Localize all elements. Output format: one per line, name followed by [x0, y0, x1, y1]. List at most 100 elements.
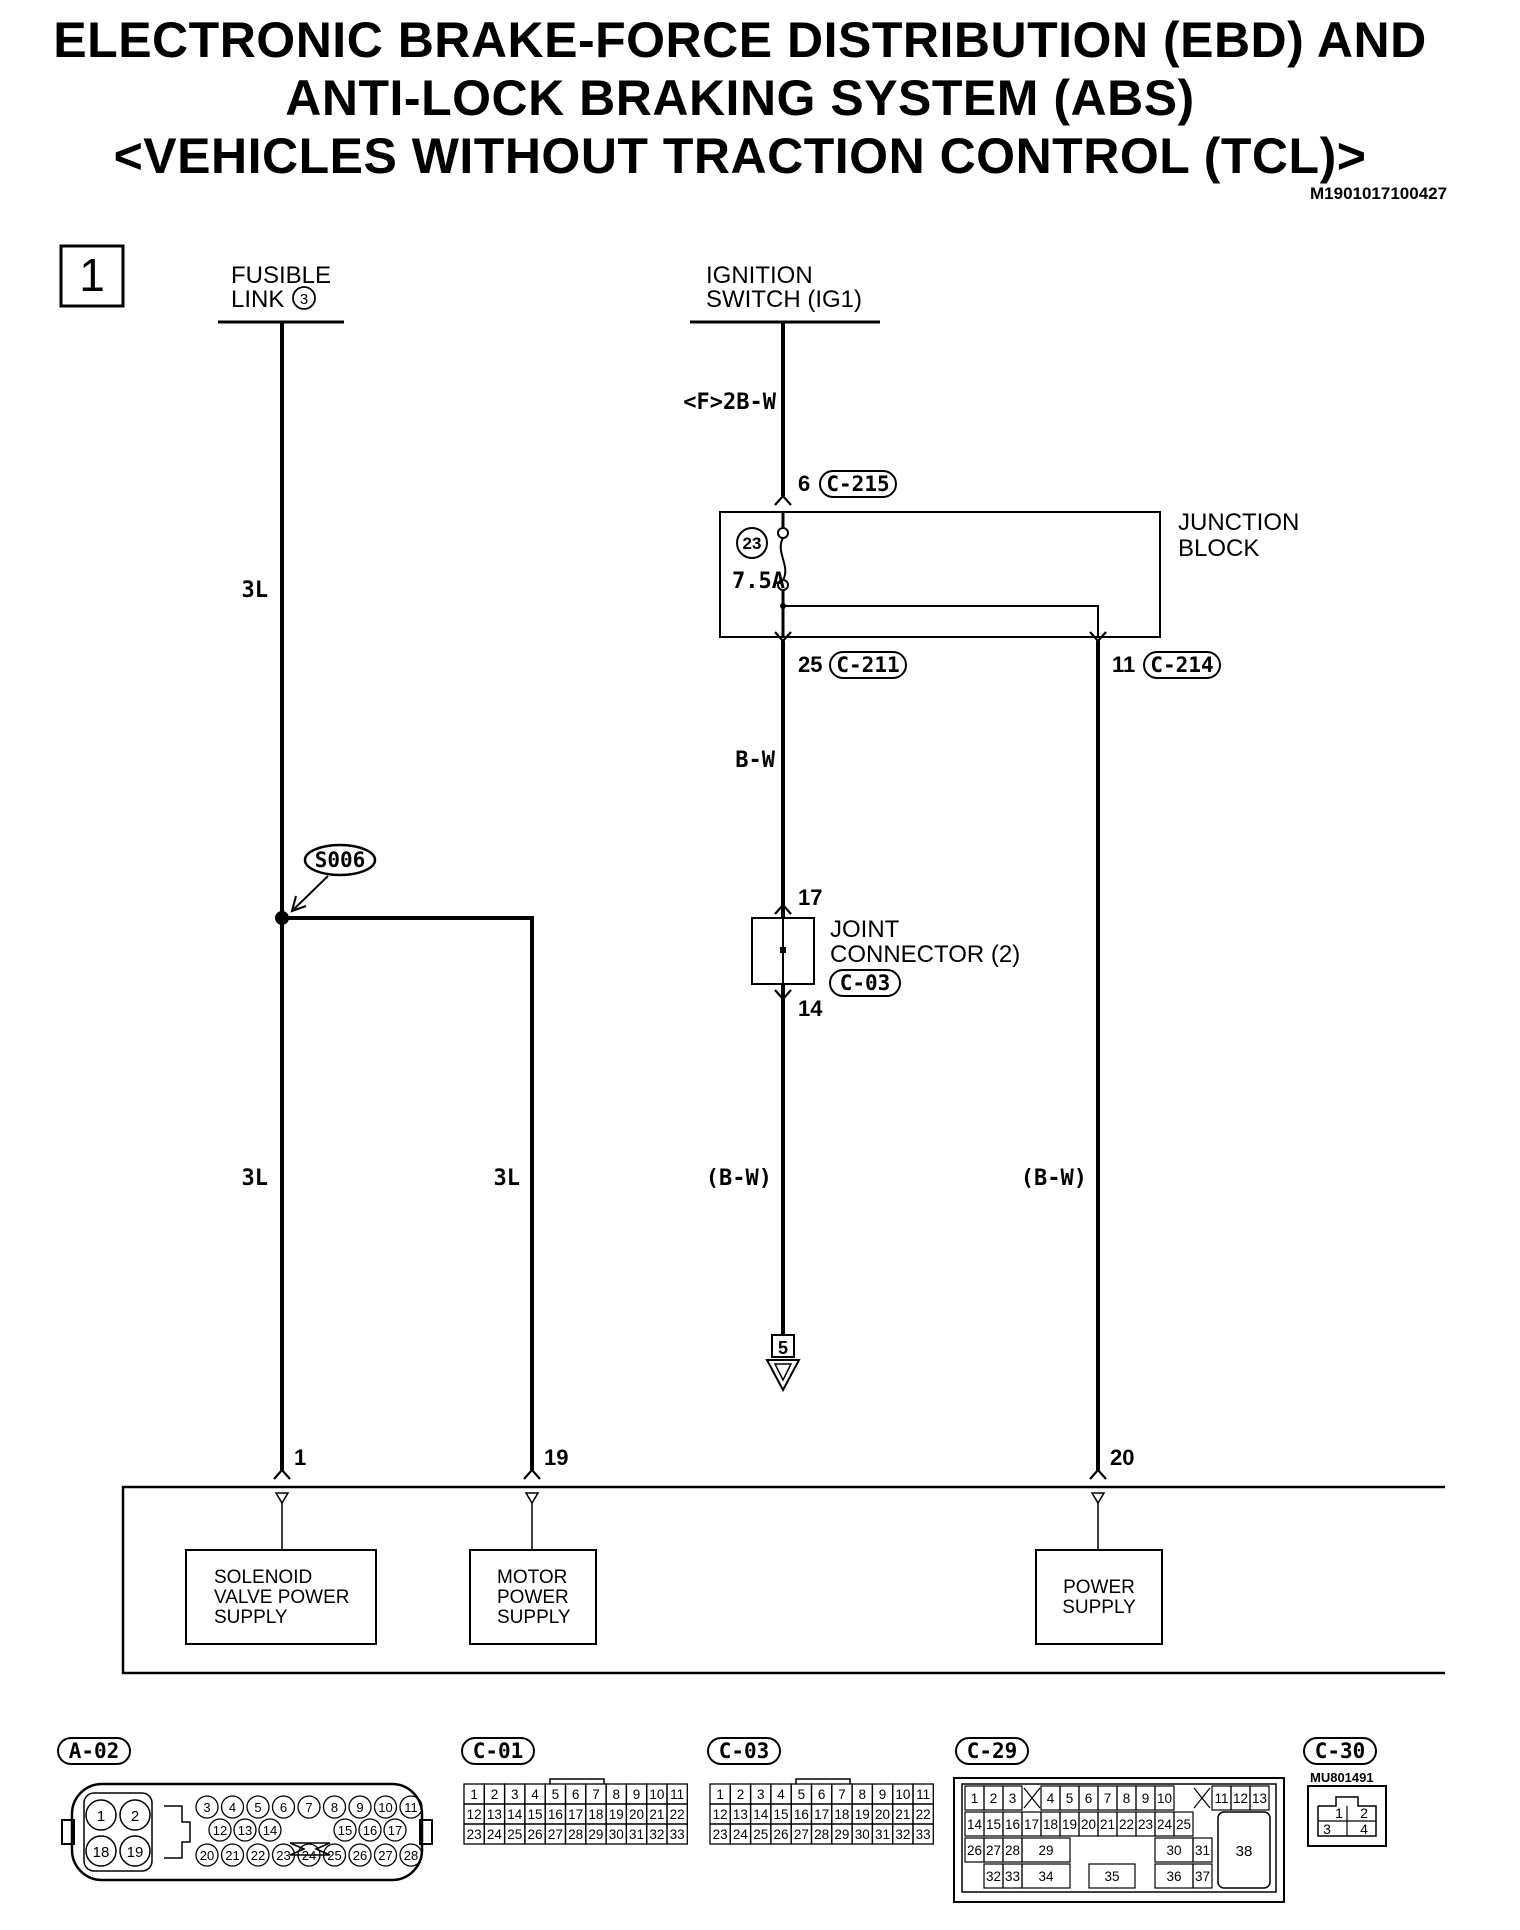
wire-label-bw-right: (B-W) — [1021, 1166, 1087, 1191]
c03-pin-9: 9 — [879, 1787, 887, 1802]
ecu-pin-20-arrow — [1089, 1468, 1107, 1480]
conn-c01-oval — [461, 1737, 535, 1765]
a02-blank-slot — [289, 1842, 331, 1856]
c29-pin-16: 16 — [1005, 1817, 1020, 1832]
c29-pin-17: 17 — [1024, 1817, 1039, 1832]
c29-pin-35: 35 — [1104, 1869, 1119, 1884]
document-id: M1901017100427 — [1310, 184, 1448, 203]
wire-label-3l-top: 3L — [242, 578, 269, 603]
a02-pin-1 — [85, 1799, 117, 1831]
c03-pin-27: 27 — [794, 1827, 809, 1842]
conn-c30-label: C-30 — [1315, 1739, 1366, 1763]
c29-pin-14: 14 — [967, 1817, 983, 1832]
a02-pin-17 — [383, 1818, 407, 1842]
c29-pin-28: 28 — [1005, 1843, 1020, 1858]
conn-c30-oval — [1303, 1737, 1377, 1765]
c03-pin-11: 11 — [916, 1787, 930, 1802]
fusible-link-label-2: LINK — [231, 286, 284, 313]
c29-pin-7: 7 — [1104, 1791, 1112, 1806]
c29-pin-2: 2 — [990, 1791, 998, 1806]
conn-c29-label: C-29 — [967, 1739, 1018, 1763]
c29-pin-8: 8 — [1123, 1791, 1131, 1806]
pin-17-arrow — [774, 903, 792, 915]
c01-latch — [549, 1778, 605, 1784]
c03-pin-26: 26 — [774, 1827, 789, 1842]
c29-cell-37 — [1192, 1863, 1213, 1889]
splice-label: S006 — [315, 848, 366, 872]
c03-pin-4: 4 — [777, 1787, 785, 1802]
a02-pin-18 — [85, 1835, 117, 1867]
ecu-outline — [121, 1485, 1445, 1675]
c29-pin-3: 3 — [1009, 1791, 1017, 1806]
ignition-label-2: SWITCH (IG1) — [706, 286, 862, 313]
a02-pin-label-4: 4 — [229, 1800, 236, 1815]
a02-pin-label-9: 9 — [356, 1800, 363, 1815]
c01-pin-14: 14 — [507, 1807, 523, 1822]
c01-pin-9: 9 — [633, 1787, 641, 1802]
a02-pin-16 — [358, 1818, 382, 1842]
joint-connector-conn: C-03 — [840, 971, 891, 995]
connector-c30-face: 1 2 3 4 — [1307, 1785, 1387, 1847]
joint-connector-node — [780, 947, 786, 953]
a02-pin-14 — [258, 1818, 282, 1842]
fuse-terminal-top — [777, 527, 789, 539]
power-box — [1035, 1549, 1163, 1645]
a02-pin-27 — [373, 1843, 398, 1867]
sheet-number: 1 — [79, 249, 105, 301]
c03-pin-2: 2 — [737, 1787, 745, 1802]
conn-c30-part-number: MU801491 — [1310, 1770, 1374, 1785]
solenoid-internal-arrow — [274, 1492, 290, 1505]
c29-pin-13: 13 — [1252, 1791, 1267, 1806]
c30-pin-2: 2 — [1360, 1805, 1368, 1821]
conn-c215: C-215 — [826, 472, 889, 496]
solenoid-box — [185, 1549, 377, 1645]
c29-pin-24: 24 — [1157, 1817, 1173, 1832]
c29-pin-12: 12 — [1233, 1791, 1248, 1806]
c29-cell-29 — [1021, 1837, 1071, 1863]
c30-outline — [1307, 1785, 1387, 1847]
c29-pin-9: 9 — [1142, 1791, 1150, 1806]
joint-pin-17: 17 — [798, 885, 822, 910]
a02-pin-11 — [399, 1795, 423, 1819]
ecu-pin-19: 19 — [544, 1445, 568, 1470]
c01-pin-8: 8 — [612, 1787, 620, 1802]
pin-14-arrow — [774, 989, 792, 1001]
wire-label-3l-branch: 3L — [494, 1166, 521, 1191]
a02-pin-4 — [220, 1795, 245, 1819]
conn-a02-oval — [57, 1737, 131, 1765]
c29-pin-5: 5 — [1066, 1791, 1074, 1806]
c03-pin-29: 29 — [834, 1827, 849, 1842]
ecu-pin-1: 1 — [294, 1445, 306, 1470]
a02-pin-28 — [399, 1843, 423, 1867]
wire-label-bw: B-W — [735, 748, 775, 773]
title-line-3: <VEHICLES WITHOUT TRACTION CONTROL (TCL)… — [113, 128, 1367, 184]
a02-pin-label-28: 28 — [404, 1848, 418, 1863]
jb-pin-25: 25 — [798, 652, 822, 677]
power-label-2: SUPPLY — [1062, 1597, 1136, 1618]
a02-pin-label-16: 16 — [363, 1823, 377, 1838]
c29-blank-b2 — [1193, 1787, 1211, 1809]
c03-pin-3: 3 — [757, 1787, 765, 1802]
fuse-number: 23 — [743, 534, 762, 553]
a02-pin-label-12: 12 — [213, 1823, 227, 1838]
c03-pin-5: 5 — [798, 1787, 806, 1802]
a02-pin-label-18: 18 — [93, 1844, 110, 1861]
c01-pin-25: 25 — [507, 1827, 522, 1842]
a02-pin-26 — [348, 1843, 372, 1867]
c03-pin-24: 24 — [733, 1827, 749, 1842]
c03-pin-15: 15 — [774, 1807, 789, 1822]
c01-pin-7: 7 — [592, 1787, 600, 1802]
a02-pin-label-2: 2 — [131, 1808, 139, 1825]
splice-leader-arrow — [290, 895, 307, 913]
c29-cell-3 — [1002, 1785, 1023, 1811]
wire-3l-branch — [282, 916, 534, 1470]
c29-inner — [961, 1783, 1277, 1893]
splice-leader — [293, 875, 329, 910]
a02-pin-label-20: 20 — [200, 1848, 214, 1863]
jb-pin-6: 6 — [798, 471, 810, 496]
a02-pin-label-14: 14 — [263, 1823, 277, 1838]
a02-pin-label-5: 5 — [254, 1800, 261, 1815]
c29-pin-20: 20 — [1081, 1817, 1096, 1832]
